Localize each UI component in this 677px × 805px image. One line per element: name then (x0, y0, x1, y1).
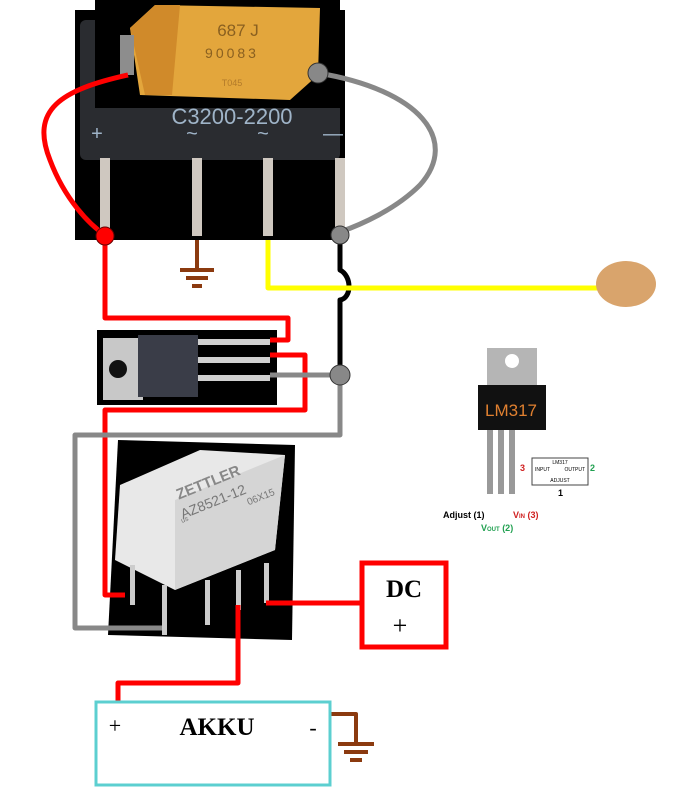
lm317-input-number: 3 (520, 463, 525, 473)
voltage-regulator (97, 330, 277, 405)
ground-icon (180, 268, 214, 288)
gray-wire-regulator-to-relay (72, 372, 343, 631)
junction-dot-negative (330, 225, 350, 245)
red-wire-plus-to-regulator (102, 240, 291, 343)
red-wire-relay-to-akku (115, 605, 241, 702)
akku-minus-label: - (309, 715, 316, 740)
capacitor-value: 687 J (217, 21, 259, 40)
capacitor-lot: T045 (222, 78, 243, 88)
lm317-chip-label: LM317 (485, 401, 537, 420)
sensor-pad (596, 261, 656, 307)
akku-box: + AKKU - (94, 700, 332, 787)
junction-dot-capacitor (307, 62, 329, 84)
relay: ZETTLER AZ8521-12 06X15 us (108, 440, 295, 640)
rectifier-ac2-label: ~ (257, 123, 269, 145)
lm317-pin-adjust: Adjust (1) (443, 510, 485, 520)
lm317-output-number: 2 (590, 463, 595, 473)
dc-input-box: DC + (359, 560, 449, 650)
black-wire-minus-to-regulator (337, 240, 352, 375)
lm317-pin-vout: VOUT (2) (481, 523, 513, 533)
lm317-adjust-label: ADJUST (550, 478, 569, 484)
ground-icon (338, 742, 374, 762)
capacitor-code: 90083 (205, 45, 259, 61)
lm317-output-label: OUTPUT (564, 467, 585, 473)
rectifier-minus-label: — (323, 123, 343, 145)
rectifier-label: C3200-2200 (171, 104, 292, 129)
red-wire-cap-to-plus (41, 72, 129, 238)
gray-wire-cap-to-minus (317, 70, 438, 235)
akku-plus-label: + (109, 713, 121, 738)
junction-dot-regulator (329, 364, 351, 386)
lm317-adjust-number: 1 (558, 488, 563, 498)
junction-dot-positive (95, 226, 115, 246)
lm317-pin-vin: VIN (3) (513, 510, 539, 520)
rectifier-ac1-label: ~ (186, 123, 198, 145)
dc-label: DC (386, 576, 422, 603)
yellow-wire-ac-to-sensor (265, 240, 600, 291)
lm317-input-label: INPUT (535, 467, 550, 473)
lm317-reference: LM317 LM317 INPUT OUTPUT ADJUST 3 2 1 Ad… (443, 348, 595, 533)
dc-plus-label: + (393, 611, 408, 640)
tantalum-capacitor: 687 J 90083 T045 (95, 0, 340, 108)
rectifier-plus-label: + (91, 123, 103, 145)
akku-label: AKKU (180, 714, 255, 741)
relay-mark: us (180, 515, 190, 524)
red-wire-regulator-to-relay (102, 352, 308, 598)
lm317-box-title: LM317 (552, 460, 568, 466)
